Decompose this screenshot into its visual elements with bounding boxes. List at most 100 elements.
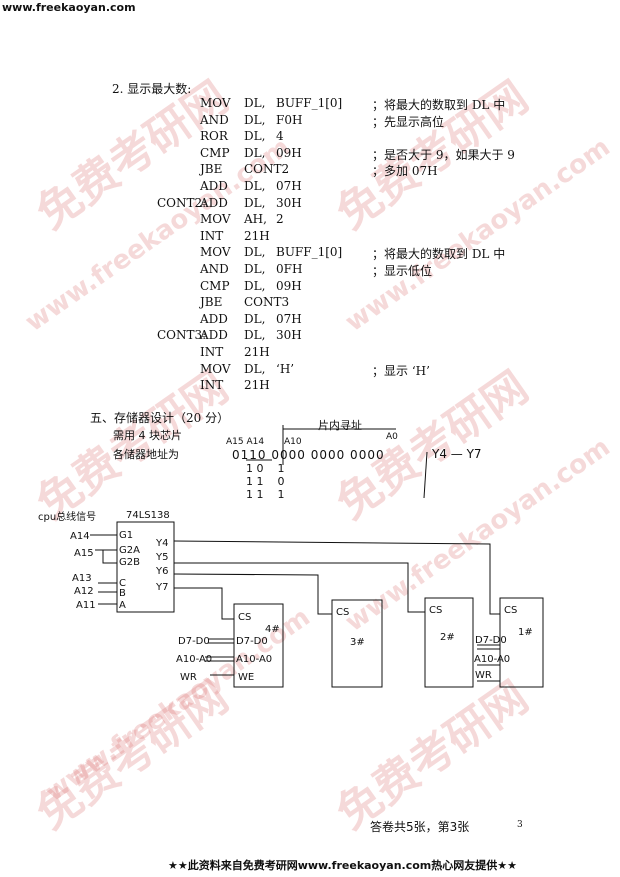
chip-1 [499, 597, 544, 688]
a10-label: A10 [284, 437, 302, 447]
we-label: WE [238, 672, 254, 683]
code-comment: ；先显示高位 [372, 114, 445, 129]
code-a: DL, [244, 328, 266, 343]
code-op: MOV [200, 245, 231, 260]
cpu-bus-label: cpu总线信号 [38, 510, 96, 523]
code-op: INT [200, 228, 224, 243]
pin-g1: G1 [119, 530, 133, 541]
address-row: 1 0 1 [246, 462, 285, 475]
section5-title: 五、存储器设计（20 分） [90, 411, 230, 425]
code-op: INT [200, 345, 224, 359]
code-comment: ；多加 07H [372, 164, 438, 179]
code-a: DL, [244, 145, 266, 160]
section2-title: 2. 显示最大数: [112, 82, 192, 96]
code-a: 21H [244, 228, 270, 243]
pin-y7: Y7 [155, 582, 168, 593]
a15a14-label: A15 A14 [226, 437, 265, 447]
code-a: 21H [244, 378, 270, 393]
code-a: DL, [244, 179, 266, 193]
code-op: JBE [200, 295, 223, 310]
code-a: CONT3 [244, 295, 290, 310]
cs-label: CS [336, 607, 349, 618]
chip-2 [424, 597, 474, 688]
pin-y6: Y6 [155, 566, 168, 577]
code-op: AND [200, 262, 229, 276]
input-a12: A12 [74, 586, 94, 597]
code-a: DL, [244, 361, 266, 376]
code-op: INT [200, 378, 224, 393]
y6-wire [173, 573, 332, 615]
code-label: CONT3: [157, 328, 207, 343]
code-a: 21H [244, 345, 270, 359]
chip-3-label: 3# [350, 637, 365, 648]
code-comment: ；将最大的数取到 DL 中 [372, 247, 506, 262]
code-op: MOV [200, 212, 231, 227]
code-b: 30H [276, 195, 302, 210]
code-a: DL, [244, 195, 266, 210]
cs-label: CS [504, 605, 517, 616]
address-row: 1 1 1 [246, 488, 285, 501]
chips-needed: 需用 4 块芯片 [113, 429, 182, 442]
code-a: DL, [244, 129, 266, 144]
code-op: AND [200, 112, 229, 127]
pin-c: C [119, 578, 126, 589]
a0-label: A0 [386, 432, 398, 442]
code-b: 0FH [276, 262, 303, 276]
input-a11: A11 [76, 600, 96, 611]
cs-label: CS [238, 612, 251, 623]
code-op: ADD [200, 195, 228, 210]
code-comment: ；将最大的数取到 DL 中 [372, 98, 506, 112]
address-bus-label: A10-A0 [474, 654, 510, 665]
chip-3 [331, 599, 383, 688]
header-url: www.freekaoyan.com [2, 1, 136, 14]
code-b: F0H [276, 112, 303, 127]
code-b: BUFF_1[0] [276, 245, 343, 260]
chip-4-label: 4# [265, 624, 280, 635]
code-op: ADD [200, 179, 228, 193]
code-b: 30H [276, 328, 302, 343]
pin-y4: Y4 [155, 538, 168, 549]
y4-wire [173, 540, 500, 615]
code-op: ADD [200, 311, 228, 326]
cs-label: CS [429, 605, 442, 616]
code-b: ‘H’ [276, 361, 295, 376]
address-bus-label: A10-A0 [176, 654, 212, 665]
code-a: AH, [244, 212, 267, 227]
pin-a: A [119, 600, 126, 611]
code-b: 4 [276, 129, 284, 144]
input-a13: A13 [72, 573, 92, 584]
code-op: MOV [200, 96, 231, 110]
input-a14: A14 [70, 531, 90, 542]
y-range: Y4 — Y7 [432, 447, 482, 461]
code-label: CONT2: [157, 195, 207, 210]
code-a: DL, [244, 112, 266, 127]
pin-b: B [119, 588, 126, 599]
chip-2-label: 2# [440, 632, 455, 643]
code-b: 07H [276, 179, 302, 193]
y7-wire [174, 587, 234, 620]
address-row: 1 1 0 [246, 475, 285, 488]
code-a: DL, [244, 278, 266, 293]
code-op: CMP [200, 278, 230, 293]
chip-1-label: 1# [518, 627, 533, 638]
code-op: MOV [200, 361, 231, 376]
data-bus-label: D7-D0 [475, 635, 507, 646]
code-b: BUFF_1[0] [276, 96, 343, 110]
code-op: CMP [200, 145, 230, 160]
address-bits: 0110 0000 0000 0000 [232, 448, 385, 462]
code-a: DL, [244, 311, 266, 326]
data-bus-label: D7-D0 [178, 636, 210, 647]
code-b: 09H [276, 278, 302, 293]
code-b: 2 [276, 212, 284, 227]
code-comment: ；显示 ‘H’ [372, 363, 430, 378]
input-a15: A15 [74, 548, 94, 559]
page-number: 3 [517, 820, 523, 830]
code-comment: ；是否大于 9，如果大于 9 [372, 147, 515, 162]
code-a: CONT2 [244, 162, 290, 177]
data-pin-label: D7-D0 [236, 636, 268, 647]
pin-g2a: G2A [119, 545, 140, 556]
code-op: ADD [200, 328, 228, 343]
code-b: 09H [276, 145, 302, 160]
address-pin-label: A10-A0 [236, 654, 272, 665]
